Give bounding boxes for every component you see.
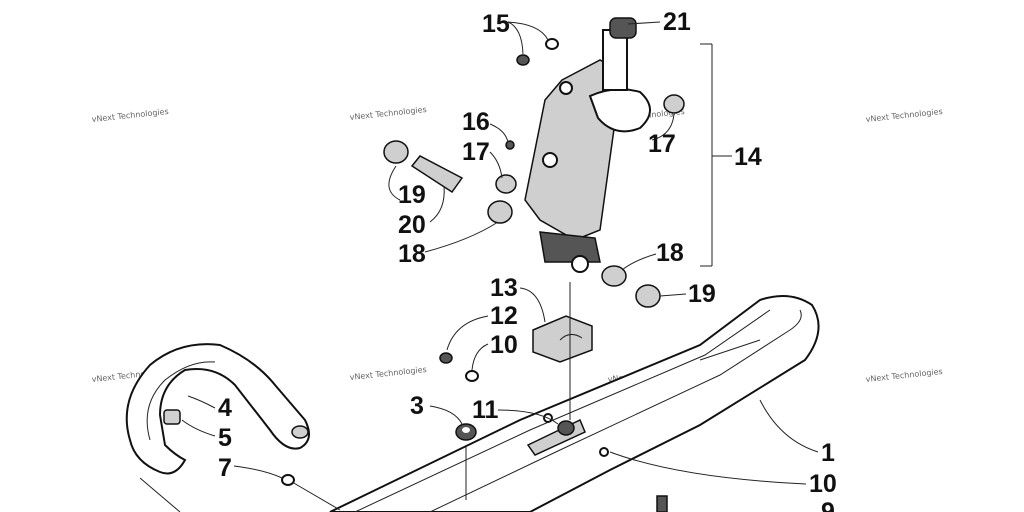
callout-10: 10 <box>490 331 518 359</box>
callout-17-right: 17 <box>648 130 676 158</box>
nut-15a <box>516 54 530 66</box>
callout-13: 13 <box>490 274 518 302</box>
watermark-text: vNext Technologies <box>865 107 943 124</box>
grommet-5 <box>163 409 181 425</box>
stud-bottom <box>656 495 668 512</box>
bushing-18b <box>601 265 627 287</box>
callout-1: 1 <box>821 439 835 467</box>
callout-19: 19 <box>398 181 426 209</box>
callout-labels: 15 21 16 17 17 14 19 20 18 18 19 13 12 1… <box>218 8 837 512</box>
watermark-text: vNext Technologies <box>349 365 427 382</box>
callout-4: 4 <box>218 394 232 422</box>
ski-loop <box>125 343 310 475</box>
callout-7: 7 <box>218 454 232 482</box>
callout-10-bottom: 10 <box>809 470 837 498</box>
callout-11: 11 <box>472 396 499 424</box>
bushing-19b <box>635 284 661 308</box>
callout-5: 5 <box>218 424 232 452</box>
bushing-19a <box>383 140 409 164</box>
callout-3: 3 <box>410 392 424 420</box>
callout-9: 9 <box>821 498 835 512</box>
bushing-17 <box>495 174 517 194</box>
nut-11 <box>557 420 575 436</box>
callout-19-right: 19 <box>688 280 716 308</box>
nut-12 <box>439 352 453 364</box>
bolt-7 <box>281 474 341 511</box>
locknut-3 <box>455 423 477 441</box>
callout-16: 16 <box>462 108 490 136</box>
watermark-text: vNext Technologies <box>349 105 427 122</box>
callout-18-right: 18 <box>656 239 684 267</box>
sleeve-20 <box>410 155 464 194</box>
washer-10 <box>465 370 479 382</box>
spindle-14 <box>524 17 651 273</box>
ski <box>329 295 820 512</box>
watermark-text: vNext Technologies <box>865 367 943 384</box>
grease-fitting-16 <box>505 140 515 150</box>
leader-lines <box>139 21 819 512</box>
callout-15: 15 <box>482 10 510 38</box>
callout-21: 21 <box>663 8 691 36</box>
bushing-18a <box>487 200 513 224</box>
callout-17: 17 <box>462 138 490 166</box>
callout-20: 20 <box>398 211 426 239</box>
callout-14: 14 <box>734 143 762 171</box>
callout-18: 18 <box>398 240 426 268</box>
bushing-17b <box>663 94 685 114</box>
bumper-13 <box>532 315 593 363</box>
watermark-text: vNext Technologies <box>91 107 169 124</box>
callout-12: 12 <box>490 302 518 330</box>
washer-15b <box>545 38 559 50</box>
